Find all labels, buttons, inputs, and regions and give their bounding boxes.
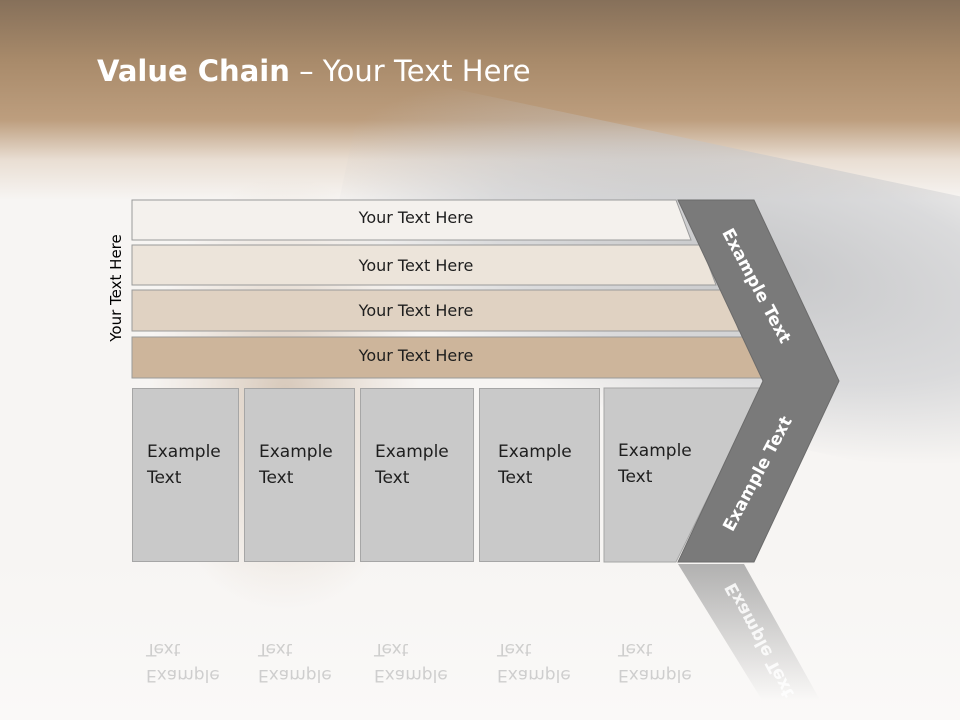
title-bold: Value Chain — [97, 54, 290, 88]
chevron-arrow[interactable] — [677, 199, 840, 563]
activity-box-4[interactable]: Example Text — [479, 388, 600, 562]
bar-label-1: Your Text Here — [358, 208, 474, 227]
activity-box-3[interactable]: Example Text — [360, 388, 474, 562]
slide-title: Value Chain – Your Text Here — [97, 54, 531, 88]
activity-box-4-text: Example Text — [498, 442, 572, 488]
bar-label-4: Your Text Here — [358, 346, 474, 365]
activity-box-2[interactable]: Example Text — [244, 388, 355, 562]
title-rest: – Your Text Here — [289, 54, 531, 88]
bar-1[interactable] — [131, 199, 692, 241]
bar-label-3: Your Text Here — [358, 301, 474, 320]
bar-label-2: Your Text Here — [358, 256, 474, 275]
activity-box-3-text: Example Text — [375, 442, 449, 488]
activity-box-2-text: Example Text — [259, 442, 333, 488]
activity-box-1-text: Example Text — [147, 442, 221, 488]
activity-box-1[interactable]: Example Text — [132, 388, 239, 562]
bar-2[interactable] — [131, 244, 717, 286]
activity-box-5-text: Example Text — [618, 441, 692, 487]
activity-box-5[interactable] — [603, 387, 763, 563]
chevron-reflection — [678, 564, 820, 700]
